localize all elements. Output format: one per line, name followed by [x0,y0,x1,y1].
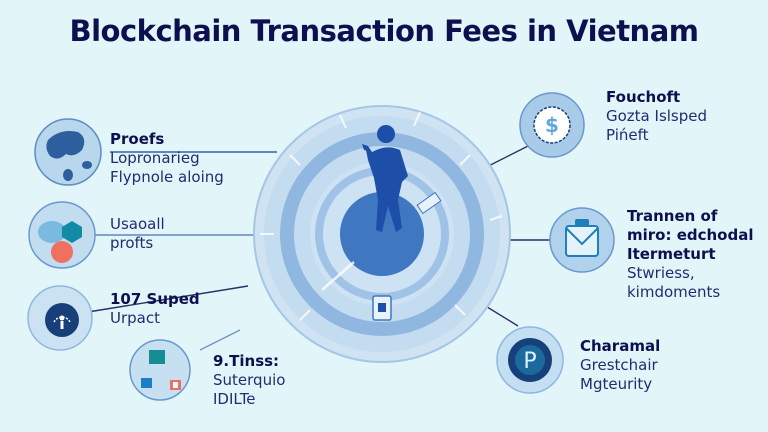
callout-line: Lopronarieg [110,149,200,167]
callout-line: IDILTe [213,390,256,408]
hexagon-cluster-icon [28,201,96,269]
callout-line: Urpact [110,309,160,327]
callout-heading-line: Itermeturt [627,245,716,263]
svg-text:P: P [523,349,536,374]
connector-9-tinss [199,329,241,351]
callout-line: kimdoments [627,283,721,301]
callout-line: Gozta Islsped [606,107,708,125]
callout-trannen: Trannen of miro: edchodal Itermeturt Stw… [627,207,753,302]
callout-proefs: Proefs Lopronarieg Flypnole aloing [110,130,224,187]
callout-line: Pińeft [606,126,649,144]
wallet-box-icon [549,207,615,273]
p-coin-icon: P [496,326,564,394]
page-title: Blockchain Transaction Fees in Vietnam [69,14,699,48]
callout-9-tinss: 9.Tinss: Suterquio IDILTe [213,352,285,409]
svg-text:$: $ [545,113,559,137]
callout-line: Mgteurity [580,375,653,393]
callout-heading-line: Trannen of [627,207,718,225]
callout-heading: 107 Suped [110,290,200,308]
person-figure-icon [362,125,408,232]
blocks-icon [129,339,191,401]
callout-heading-line: miro: edchodal [627,226,754,244]
callout-heading: Fouchoft [606,88,681,106]
dollar-coin-icon: $ [519,92,585,158]
callout-heading: Charamal [580,337,661,355]
central-rings-illustration [253,105,511,363]
callout-line: profts [110,234,154,252]
callout-usaoall: Usaoall profts [110,215,165,253]
callout-line: Grestchair [580,356,658,374]
callout-line: Stwriess, [627,264,695,282]
callout-charamal: Charamal Grestchair Mgteurity [580,337,660,394]
connector-107-suped [87,285,249,313]
globe-icon [34,118,102,186]
gear-person-icon [27,285,93,351]
callout-heading: 9.Tinss: [213,352,280,370]
callout-107-suped: 107 Suped Urpact [110,290,200,328]
callout-heading: Usaoall [110,215,165,233]
callout-line: Flypnole aloing [110,168,224,186]
callout-line: Suterquio [213,371,286,389]
callout-heading: Proefs [110,130,165,148]
callout-fouchoft: Fouchoft Gozta Islsped Pińeft [606,88,707,145]
